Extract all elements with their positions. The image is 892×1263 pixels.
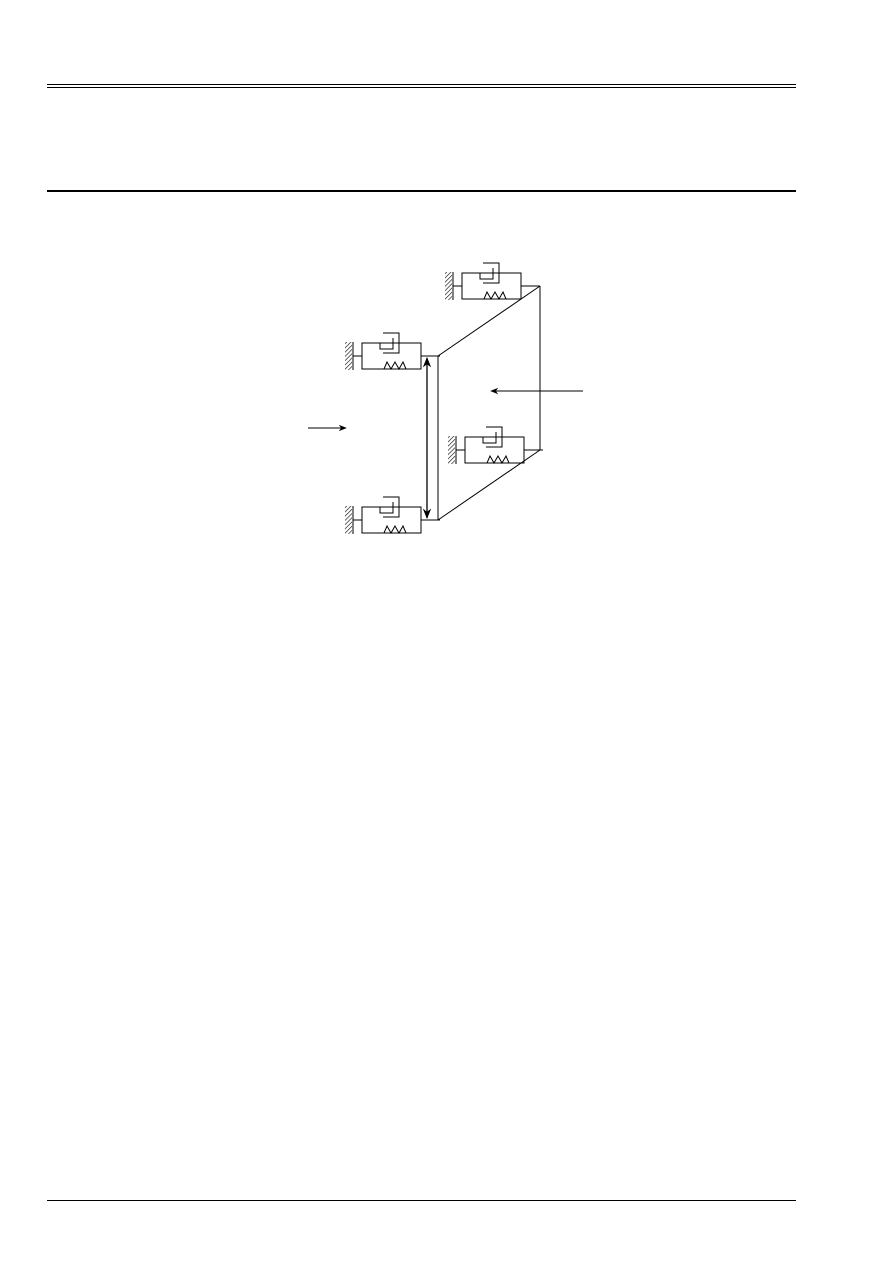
damper-spring-unit-top-left (344, 332, 441, 371)
damper-spring-unit-mid-right (447, 426, 544, 465)
plate-outline (437, 285, 541, 521)
footer-rule (47, 1200, 796, 1201)
damper-spring-unit-bottom-left (344, 496, 441, 535)
header-rule-second (47, 87, 796, 88)
damper-spring-unit-top-right (444, 262, 541, 301)
header-rule-top (47, 84, 796, 85)
section-rule (47, 190, 796, 192)
